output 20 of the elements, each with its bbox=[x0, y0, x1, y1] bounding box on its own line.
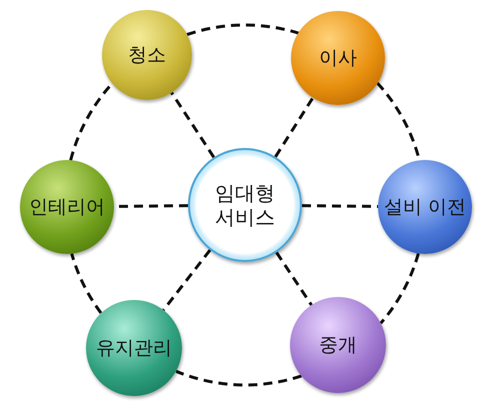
dashed-connector bbox=[186, 24, 299, 36]
node-label: 중개 bbox=[319, 334, 357, 356]
dashed-connector bbox=[170, 92, 216, 158]
dashed-connector bbox=[162, 249, 212, 311]
dashed-connector bbox=[176, 370, 302, 386]
dashed-connector bbox=[275, 252, 313, 306]
dashed-connector bbox=[70, 253, 102, 314]
dashed-connector bbox=[274, 96, 314, 158]
node-label: 이사 bbox=[319, 46, 357, 70]
node-label: 유지관리 bbox=[96, 336, 172, 360]
node-label: 임대형 서비스 bbox=[214, 181, 276, 229]
service-circle bbox=[102, 10, 192, 100]
node-label: 청소 bbox=[128, 44, 166, 66]
service-circle bbox=[86, 300, 182, 396]
node-label: 설비 이전 bbox=[384, 196, 466, 218]
dashed-connector bbox=[302, 204, 378, 208]
dashed-connector bbox=[69, 82, 114, 161]
dashed-connector bbox=[380, 253, 420, 324]
service-circle bbox=[290, 297, 386, 393]
node-label: 인테리어 bbox=[29, 196, 105, 218]
